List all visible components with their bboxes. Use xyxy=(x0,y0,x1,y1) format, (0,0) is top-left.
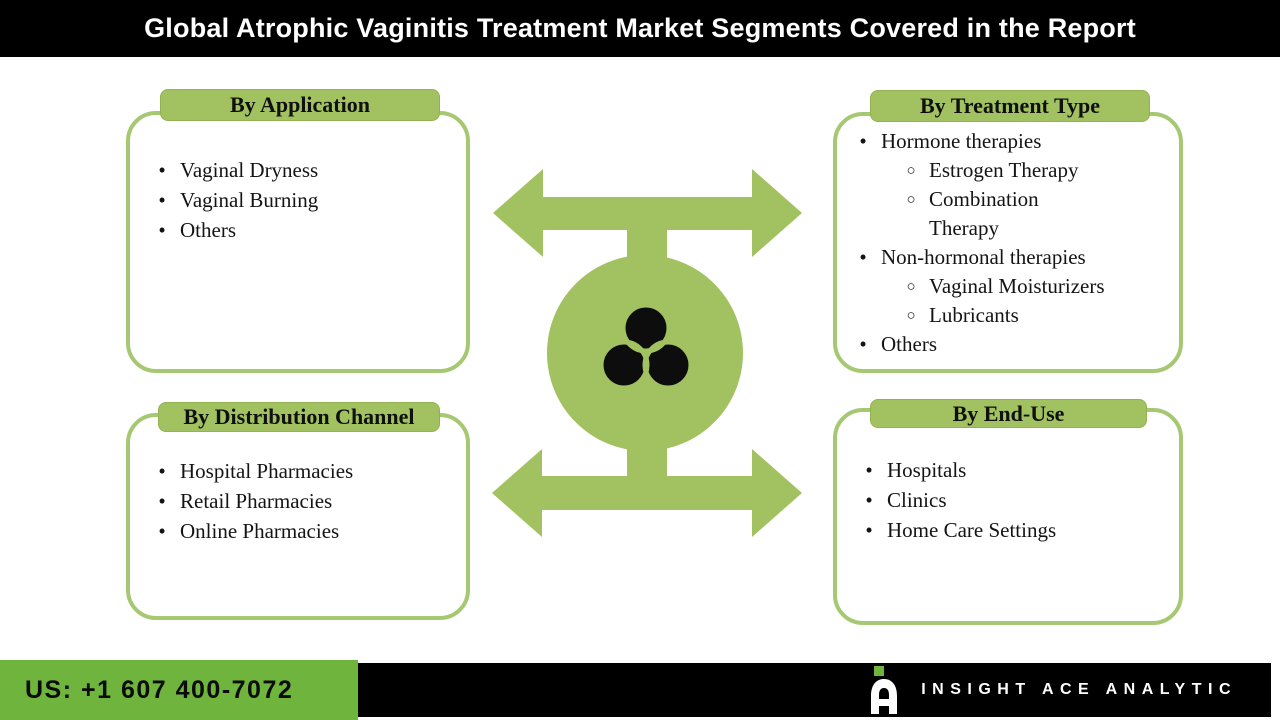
box-by-application: By Application • Vaginal Dryness • Vaginal … xyxy=(126,89,470,373)
list-item-label: Non-hormonal therapies xyxy=(881,245,1086,269)
bullet-icon: • xyxy=(859,245,867,269)
bullet-icon: • xyxy=(865,518,873,542)
bullet-icon: • xyxy=(158,519,166,543)
insight-ace-logo-icon xyxy=(871,666,898,714)
sublist-item: ○ Estrogen Therapy xyxy=(893,156,1173,185)
bullet-icon: • xyxy=(158,158,166,182)
bullet-icon: • xyxy=(865,488,873,512)
list-item: • Vaginal Burning xyxy=(144,185,458,215)
box-by-application-header: By Application xyxy=(160,89,440,121)
sublist-item-label: Lubricants xyxy=(929,303,1019,327)
bullet-icon: • xyxy=(158,188,166,212)
list-item-label: Vaginal Dryness xyxy=(180,158,319,182)
list-item-label: Retail Pharmacies xyxy=(180,489,333,513)
list-item-label: Home Care Settings xyxy=(887,518,1057,542)
circle-bullet-icon: ○ xyxy=(906,163,916,179)
sublist-item: ○ Vaginal Moisturizers xyxy=(893,272,1173,301)
sublist: ○ Vaginal Moisturizers ○ Lubricants xyxy=(845,272,1173,330)
list-item-label: Others xyxy=(881,332,937,356)
list-item: • Online Pharmacies xyxy=(144,516,458,546)
box-by-distribution-channel: By Distribution Channel • Hospital Pharma… xyxy=(126,402,470,620)
list-item: • Hospitals xyxy=(851,455,1171,485)
box-title: By Application xyxy=(230,92,370,117)
venn-diagram-icon xyxy=(598,302,694,391)
phone-banner: US: +1 607 400-7072 xyxy=(0,660,358,720)
bullet-icon: • xyxy=(859,129,867,153)
enduse-list: • Hospitals • Clinics • Home Care Settings xyxy=(837,412,1179,545)
list-item: • Clinics xyxy=(851,485,1171,515)
list-item-label: Hospital Pharmacies xyxy=(180,459,354,483)
box-by-end-use: By End-Use • Hospitals • Clinics • Home Care … xyxy=(833,399,1183,625)
sublist-item: ○ Combination Therapy xyxy=(893,185,1173,243)
list-item-label: Hormone therapies xyxy=(881,129,1042,153)
circle-bullet-icon: ○ xyxy=(906,192,916,208)
list-item-label: Hospitals xyxy=(887,458,967,482)
list-item-label: Online Pharmacies xyxy=(180,519,340,543)
box-title: By Treatment Type xyxy=(919,93,1101,118)
list-item-label: Vaginal Burning xyxy=(180,188,319,212)
title-bar: Global Atrophic Vaginitis Treatment Mark… xyxy=(0,0,1280,57)
brand-banner: INSIGHT ACE ANALYTIC xyxy=(358,663,1271,717)
sublist-item: ○ Lubricants xyxy=(893,301,1173,330)
circle-bullet-icon: ○ xyxy=(906,308,916,324)
bullet-icon: • xyxy=(865,458,873,482)
bullet-icon: • xyxy=(859,332,867,356)
sublist: ○ Estrogen Therapy ○ Combination Therapy xyxy=(845,156,1173,243)
list-item: • Retail Pharmacies xyxy=(144,486,458,516)
box-by-treatment-type: By Treatment Type • Hormone therapies ○ Est… xyxy=(833,90,1183,373)
bottom-double-arrow-icon xyxy=(492,449,802,537)
list-item: • Non-hormonal therapies xyxy=(845,243,1173,272)
distribution-list: • Hospital Pharmacies • Retail Pharmacies • O… xyxy=(130,417,466,546)
bullet-icon: • xyxy=(158,489,166,513)
top-double-arrow-icon xyxy=(493,169,802,257)
box-by-distribution-channel-header: By Distribution Channel xyxy=(158,402,440,432)
box-by-treatment-type-header: By Treatment Type xyxy=(870,90,1150,122)
application-list: • Vaginal Dryness • Vaginal Burning • Others xyxy=(130,115,466,245)
list-item: • Others xyxy=(144,215,458,245)
box-title: By End-Use xyxy=(952,400,1065,426)
brand-name: INSIGHT ACE ANALYTIC xyxy=(921,681,1237,698)
sublist-item-label: Combination Therapy xyxy=(929,187,1039,240)
sublist-item-label: Estrogen Therapy xyxy=(929,158,1079,182)
list-item: • Home Care Settings xyxy=(851,515,1171,545)
bullet-icon: • xyxy=(158,459,166,483)
center-hub-graphic xyxy=(492,169,802,537)
list-item-label: Clinics xyxy=(887,488,947,512)
circle-bullet-icon: ○ xyxy=(906,279,916,295)
list-item: • Vaginal Dryness xyxy=(144,155,458,185)
box-by-end-use-header: By End-Use xyxy=(870,399,1147,428)
list-item: • Hormone therapies xyxy=(845,127,1173,156)
list-item-label: Others xyxy=(180,218,236,242)
page-title: Global Atrophic Vaginitis Treatment Mark… xyxy=(144,13,1136,43)
phone-number: US: +1 607 400-7072 xyxy=(25,675,294,704)
bullet-icon: • xyxy=(158,218,166,242)
list-item: • Others xyxy=(845,330,1173,359)
sublist-item-label: Vaginal Moisturizers xyxy=(929,274,1105,298)
list-item: • Hospital Pharmacies xyxy=(144,456,458,486)
treatment-list: • Hormone therapies ○ Estrogen Therapy ○ Comb… xyxy=(837,116,1179,359)
box-title: By Distribution Channel xyxy=(183,404,415,429)
